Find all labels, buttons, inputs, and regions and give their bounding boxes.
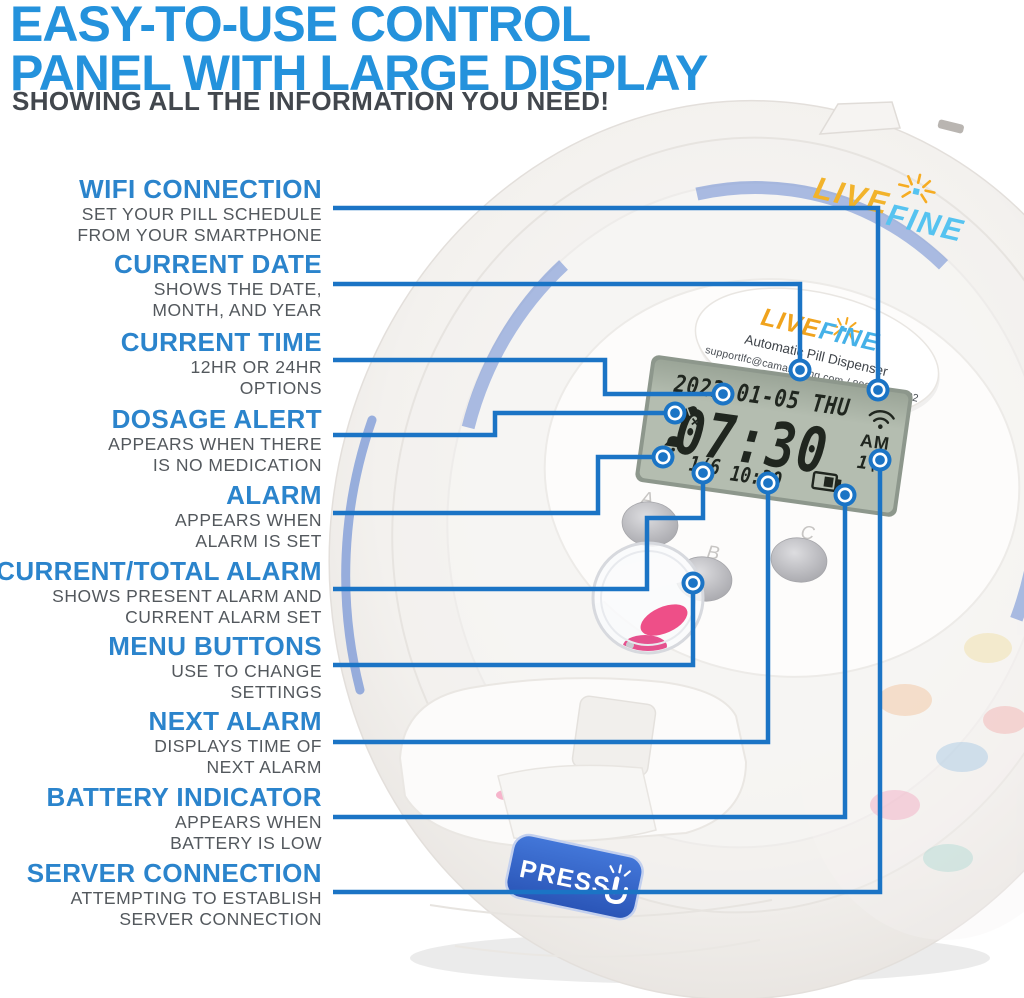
callout-desc: NEXT ALARM — [206, 757, 322, 777]
callout-current-total-alarm: CURRENT/TOTAL ALARM SHOWS PRESENT ALARM … — [0, 556, 322, 628]
dot-current-total-alarm — [691, 461, 715, 485]
left-lid-arc — [341, 415, 377, 695]
leader-line-menu-buttons — [333, 583, 696, 668]
callout-alarm: ALARM APPEARS WHEN ALARM IS SET — [0, 480, 322, 552]
hinge-pin-icon — [937, 119, 964, 134]
callout-desc: APPEARS WHEN — [175, 812, 322, 832]
callout-title: DOSAGE ALERT — [111, 404, 322, 434]
callout-dosage-alert: DOSAGE ALERT APPEARS WHEN THERE IS NO ME… — [0, 404, 322, 476]
callout-desc: SET YOUR PILL SCHEDULE — [81, 204, 322, 224]
sticker-sunburst-icon — [830, 316, 860, 340]
wifi-signal-icon — [868, 410, 895, 430]
leader-line-wifi — [333, 205, 881, 390]
callout-server-connection: SERVER CONNECTION ATTEMPTING TO ESTABLIS… — [0, 858, 322, 930]
callout-desc: DISPLAYS TIME OF — [154, 736, 322, 756]
callout-desc: ATTEMPTING TO ESTABLISH — [70, 888, 322, 908]
leader-line-current-time — [333, 357, 723, 397]
dot-battery — [833, 483, 857, 507]
callout-title: SERVER CONNECTION — [26, 858, 322, 888]
pink-pill — [640, 604, 688, 636]
callout-title: BATTERY INDICATOR — [46, 782, 322, 812]
leader-line-current-date — [333, 281, 803, 370]
dot-alarm — [651, 445, 675, 469]
callout-desc: APPEARS WHEN THERE — [108, 434, 322, 454]
callout-desc: APPEARS WHEN — [175, 510, 322, 530]
callout-desc: CURRENT ALARM SET — [125, 607, 322, 627]
callout-desc: USE TO CHANGE — [171, 661, 322, 681]
dot-current-time — [711, 382, 735, 406]
callout-title: CURRENT DATE — [114, 249, 322, 279]
wheel-arc-segments — [450, 181, 1024, 829]
dot-server — [868, 448, 892, 472]
callout-desc: ALARM IS SET — [195, 531, 322, 551]
dot-next-alarm — [756, 471, 780, 495]
dot-dosage-alert — [663, 401, 687, 425]
leader-line-server — [333, 460, 883, 895]
callout-desc: IS NO MEDICATION — [152, 455, 322, 475]
callout-battery-indicator: BATTERY INDICATOR APPEARS WHEN BATTERY I… — [0, 782, 322, 854]
callout-desc: SHOWS THE DATE, — [153, 279, 322, 299]
leader-dots — [651, 358, 892, 595]
dot-current-date — [788, 358, 812, 382]
callout-desc: MONTH, AND YEAR — [152, 300, 322, 320]
callout-desc: SHOWS PRESENT ALARM AND — [52, 586, 322, 606]
callout-title: MENU BUTTONS — [108, 631, 322, 661]
lid-tab — [818, 101, 901, 135]
callout-wifi-connection: WIFI CONNECTION SET YOUR PILL SCHEDULE F… — [0, 174, 322, 246]
leader-line-next-alarm — [333, 483, 771, 745]
leader-line-alarm — [333, 454, 663, 516]
callout-title: NEXT ALARM — [148, 706, 322, 736]
callout-desc: SETTINGS — [230, 682, 322, 702]
lcd-meridiem: AM — [859, 430, 891, 454]
callout-desc: 12HR OR 24HR — [190, 357, 322, 377]
battery-icon — [811, 471, 842, 492]
base-seam — [429, 899, 773, 919]
callout-desc: FROM YOUR SMARTPHONE — [77, 225, 322, 245]
page-subtitle: SHOWING ALL THE INFORMATION YOU NEED! — [12, 86, 610, 116]
callout-desc: OPTIONS — [239, 378, 322, 398]
dot-wifi — [866, 378, 890, 402]
leader-line-dosage-alert — [333, 410, 675, 438]
page-title-line1: EASY-TO-USE CONTROL — [10, 0, 591, 52]
page-title-line2: PANEL WITH LARGE DISPLAY — [10, 45, 708, 101]
base-seam — [454, 939, 761, 958]
callout-current-date: CURRENT DATE SHOWS THE DATE, MONTH, AND … — [0, 249, 322, 321]
callout-menu-buttons: MENU BUTTONS USE TO CHANGE SETTINGS — [0, 631, 322, 703]
callout-current-time: CURRENT TIME 12HR OR 24HR OPTIONS — [0, 327, 322, 399]
button-c — [770, 537, 828, 583]
callout-title: CURRENT/TOTAL ALARM — [0, 556, 322, 586]
callout-desc: SERVER CONNECTION — [119, 909, 322, 929]
callout-desc: BATTERY IS LOW — [170, 833, 322, 853]
dispenser-chute — [398, 677, 748, 848]
lid-sunburst-icon — [897, 173, 936, 204]
leader-line-current-total-alarm — [333, 473, 706, 592]
callout-title: WIFI CONNECTION — [79, 174, 322, 204]
press-finger-icon — [604, 864, 631, 904]
dot-menu-buttons — [681, 571, 705, 595]
leader-line-battery — [333, 495, 848, 820]
callout-next-alarm: NEXT ALARM DISPLAYS TIME OF NEXT ALARM — [0, 706, 322, 778]
leader-lines — [333, 205, 883, 895]
pills-under-lid — [800, 590, 1024, 940]
callout-title: ALARM — [226, 480, 322, 510]
callout-title: CURRENT TIME — [120, 327, 322, 357]
chute-flap — [497, 764, 657, 842]
